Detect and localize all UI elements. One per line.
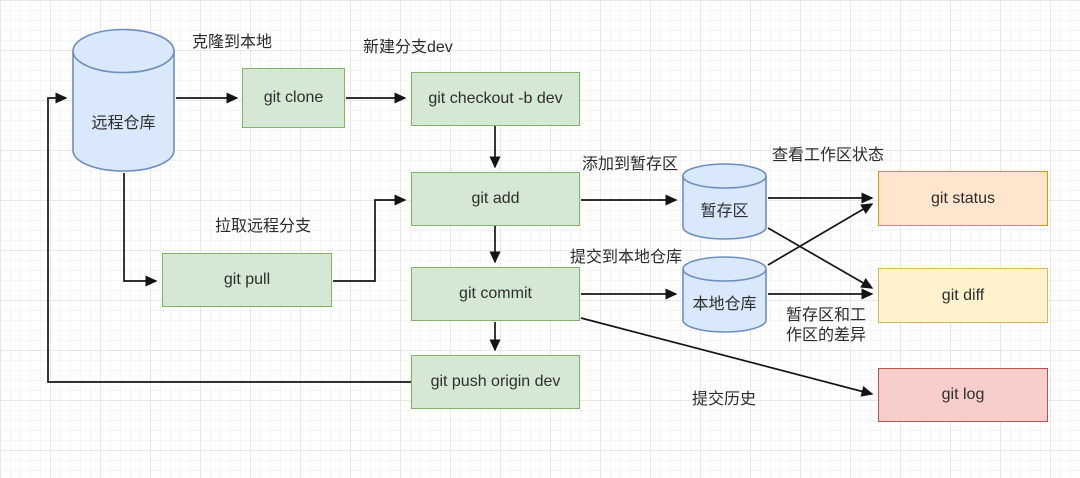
node-git-add: git add bbox=[411, 172, 580, 226]
node-git-push: git push origin dev bbox=[411, 355, 580, 409]
node-staging-area: 暂存区 bbox=[682, 163, 767, 240]
edge-label-new-branch-dev: 新建分支dev bbox=[363, 39, 453, 56]
node-label: 远程仓库 bbox=[91, 115, 156, 132]
node-label: git add bbox=[471, 190, 520, 207]
edge-label-staging-workspace-diff: 暂存区和工作区的差异 bbox=[785, 307, 866, 344]
arrow-pull-to-add bbox=[333, 194, 407, 282]
arrow-remote-to-pull bbox=[123, 173, 158, 287]
node-label: 本地仓库 bbox=[692, 295, 757, 313]
node-label: git checkout -b dev bbox=[428, 90, 563, 107]
node-label: 暂存区 bbox=[700, 202, 749, 220]
node-remote-repo: 远程仓库 bbox=[72, 28, 175, 172]
edge-label-add-to-staging: 添加到暂存区 bbox=[582, 156, 679, 173]
node-git-clone: git clone bbox=[242, 68, 345, 128]
cylinder-shape bbox=[682, 163, 767, 240]
arrow-local-to-status bbox=[767, 203, 874, 266]
node-label: git commit bbox=[459, 285, 532, 302]
node-label: git clone bbox=[263, 89, 324, 106]
node-git-checkout: git checkout -b dev bbox=[411, 72, 580, 126]
node-label: git diff bbox=[941, 286, 985, 304]
node-local-repo: 本地仓库 bbox=[682, 256, 767, 333]
edge-label-pull-remote-branch: 拉取远程分支 bbox=[215, 218, 312, 235]
edge-label-clone-to-local: 克隆到本地 bbox=[192, 34, 273, 51]
cylinder-shape bbox=[682, 256, 767, 333]
node-git-pull: git pull bbox=[162, 253, 332, 307]
edge-label-commit-to-local-repo: 提交到本地仓库 bbox=[570, 249, 683, 266]
node-git-status: git status bbox=[878, 171, 1048, 226]
node-git-diff: git diff bbox=[878, 268, 1048, 323]
node-label: git status bbox=[930, 189, 996, 207]
node-label: git pull bbox=[223, 271, 271, 288]
edge-label-commit-history: 提交历史 bbox=[692, 391, 757, 408]
node-label: git log bbox=[941, 386, 985, 403]
node-git-commit: git commit bbox=[411, 267, 580, 321]
edge-label-view-workspace-status: 查看工作区状态 bbox=[772, 147, 885, 164]
node-git-log: git log bbox=[878, 368, 1048, 422]
node-label: git push origin dev bbox=[430, 373, 561, 390]
cylinder-shape bbox=[72, 28, 175, 172]
arrow-staging-to-diff bbox=[767, 227, 874, 289]
